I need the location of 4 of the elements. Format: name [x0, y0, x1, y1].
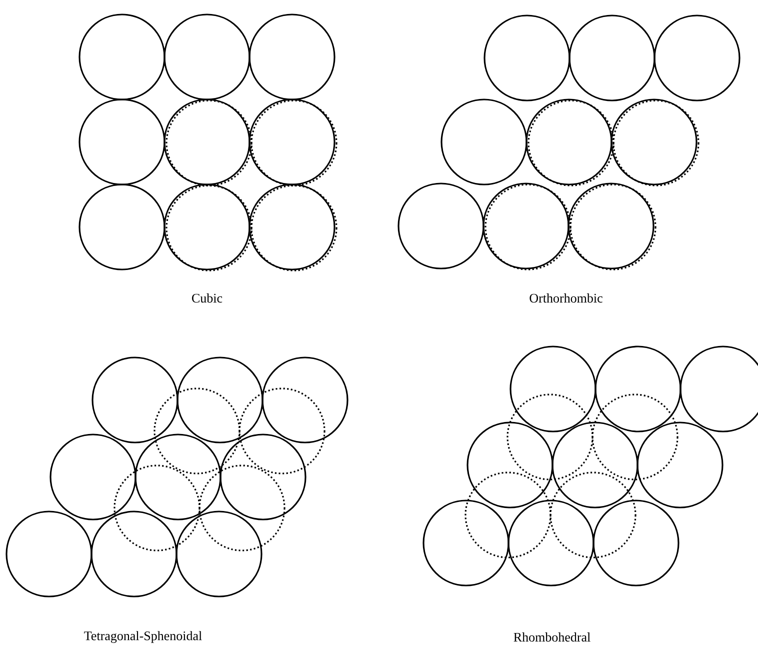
caption: Orthorhombic [530, 293, 602, 303]
caption: Cubic [192, 293, 222, 303]
caption: Tetragonal-Sphenoidal [84, 631, 202, 643]
caption: Rhombohedral [514, 632, 590, 642]
